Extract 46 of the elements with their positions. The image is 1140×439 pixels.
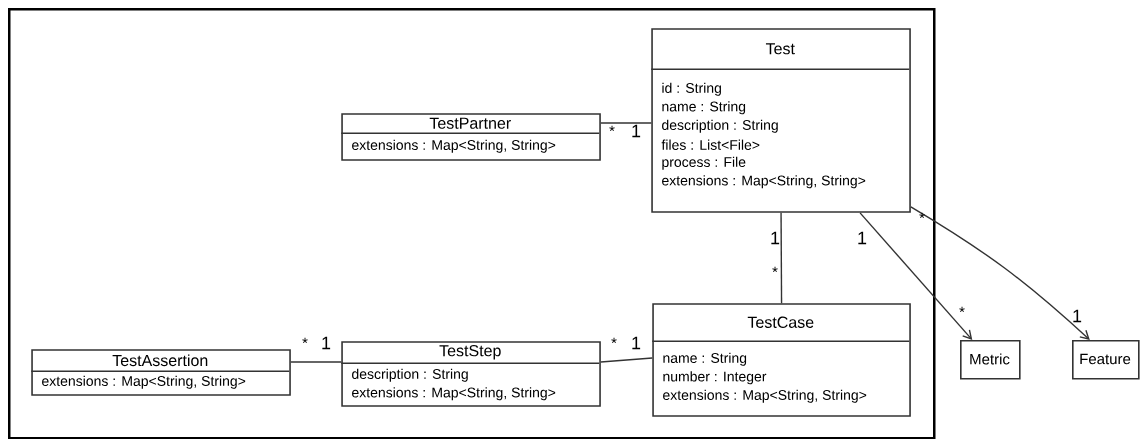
attribute-text: process : File [662, 156, 746, 170]
association-line [290, 361, 342, 363]
multiplicity-label: 1 [858, 231, 867, 245]
multiplicity-label: 1 [771, 231, 780, 245]
attribute-text: name : String [663, 352, 747, 366]
class-name: TestPartner [429, 117, 511, 129]
class-name: Test [765, 43, 795, 55]
attribute-text: extensions : Map<String, String> [662, 175, 866, 189]
class-box [340, 113, 601, 161]
multiplicity-label: 1 [1073, 309, 1082, 323]
class-name: TestAssertion [112, 354, 208, 367]
attribute-text: name : String [662, 101, 746, 115]
class-box [650, 28, 911, 213]
association-line [859, 212, 973, 340]
attribute-text: extensions : Map<String, String> [663, 389, 867, 403]
attribute-text: extensions : Map<String, String> [352, 387, 556, 401]
class-name: TestCase [747, 316, 814, 328]
attribute-text: extensions : Map<String, String> [352, 139, 556, 153]
class-box [1072, 340, 1140, 380]
attribute-text: files : List<File> [661, 139, 760, 150]
class-box [960, 340, 1021, 380]
class-name: Feature [1080, 353, 1131, 365]
multiplicity-label: 1 [632, 336, 641, 350]
association-line [600, 122, 652, 124]
multiplicity-label: * [772, 266, 778, 273]
class-name: Metric [970, 353, 1010, 365]
multiplicity-label: 1 [322, 336, 331, 350]
class-box [340, 341, 601, 407]
class-box [651, 303, 911, 417]
association-line [910, 206, 1090, 340]
attribute-text: number : Integer [663, 371, 767, 385]
class-name: TestStep [439, 345, 501, 360]
attribute-text: extensions : Map<String, String> [42, 375, 246, 389]
multiplicity-label: * [609, 125, 615, 132]
association-line [780, 212, 783, 304]
association-line [600, 357, 653, 363]
attribute-text: description : String [352, 368, 468, 382]
multiplicity-label: * [959, 306, 965, 313]
multiplicity-label: * [919, 212, 925, 219]
multiplicity-label: 1 [632, 124, 641, 138]
package-frame [8, 8, 936, 439]
multiplicity-label: * [302, 337, 308, 344]
attribute-text: id : String [662, 82, 721, 96]
multiplicity-label: * [611, 337, 617, 344]
class-box [30, 349, 291, 396]
attribute-text: description : String [662, 119, 778, 133]
